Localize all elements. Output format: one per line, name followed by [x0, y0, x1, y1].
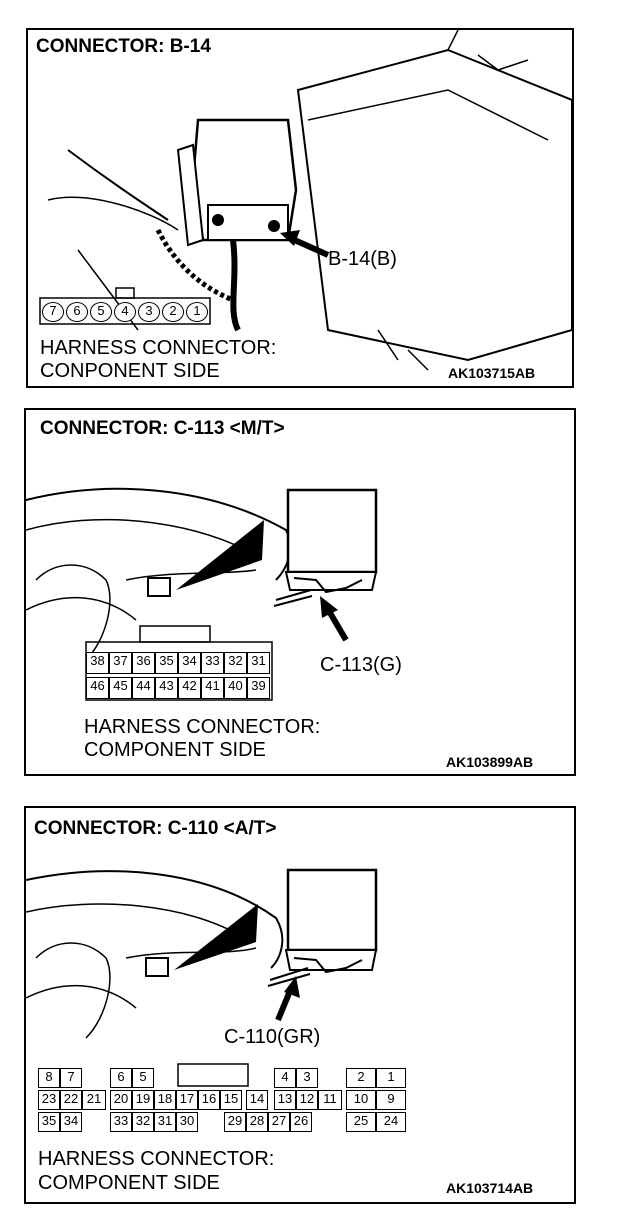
pin: 2: [162, 302, 184, 322]
pin: 9: [376, 1090, 406, 1110]
pin: 32: [132, 1112, 154, 1132]
pin: 1: [376, 1068, 406, 1088]
connector-title: CONNECTOR: C-113 <M/T>: [40, 418, 285, 439]
pin: 34: [178, 652, 201, 674]
pin: 25: [346, 1112, 376, 1132]
caption-line-1: HARNESS CONNECTOR:: [84, 716, 321, 738]
pin: 3: [138, 302, 160, 322]
pin: 27: [268, 1112, 290, 1132]
figure-code: AK103715AB: [448, 365, 536, 381]
connector-callout-label: C-110(GR): [224, 1026, 321, 1048]
pin: 37: [109, 652, 132, 674]
pin: 31: [247, 652, 270, 674]
pin: 29: [224, 1112, 246, 1132]
pin: 11: [318, 1090, 342, 1110]
pin: 45: [109, 677, 132, 699]
pin: 24: [376, 1112, 406, 1132]
connector-c110-panel: CONNECTOR: C-110 <A/T> C-110(GR) 8 7 6 5…: [24, 806, 576, 1204]
pin: 23: [38, 1090, 60, 1110]
pin: 17: [176, 1090, 198, 1110]
pin: 6: [110, 1068, 132, 1088]
pin: 16: [198, 1090, 220, 1110]
pin: 10: [346, 1090, 376, 1110]
pin: 2: [346, 1068, 376, 1088]
pin: 35: [38, 1112, 60, 1132]
pin: 38: [86, 652, 109, 674]
pin: 26: [290, 1112, 312, 1132]
engine-bay-illustration: [39, 30, 572, 371]
pin: 4: [274, 1068, 296, 1088]
pin: 12: [296, 1090, 318, 1110]
caption-line-1: HARNESS CONNECTOR:: [40, 337, 277, 359]
pin: 21: [82, 1090, 106, 1110]
pin: 3: [296, 1068, 318, 1088]
dashboard-illustration: [26, 868, 378, 1087]
pin: 40: [224, 677, 247, 699]
pin: 39: [247, 677, 270, 699]
pin: 33: [110, 1112, 132, 1132]
pin: 36: [132, 652, 155, 674]
pin: 14: [246, 1090, 268, 1110]
figure-code: AK103714AB: [446, 1180, 534, 1196]
pin: 42: [178, 677, 201, 699]
pin: 34: [60, 1112, 82, 1132]
caption-line-2: COMPONENT SIDE: [84, 739, 266, 761]
connector-title: CONNECTOR: B-14: [36, 36, 211, 57]
pin: 28: [246, 1112, 268, 1132]
pin: 33: [201, 652, 224, 674]
pin: 6: [66, 302, 88, 322]
pin: 7: [42, 302, 64, 322]
caption-line-2: COMPONENT SIDE: [38, 1172, 220, 1194]
pin: 31: [154, 1112, 176, 1132]
connector-b14-panel: CONNECTOR: B-14 B-14(B) 7 6 5 4 3 2 1 HA…: [26, 28, 574, 388]
connector-callout-label: C-113(G): [320, 654, 402, 676]
pin: 1: [186, 302, 208, 322]
pin: 15: [220, 1090, 242, 1110]
pin: 35: [155, 652, 178, 674]
pin: 4: [114, 302, 136, 322]
pin: 30: [176, 1112, 198, 1132]
pin: 44: [132, 677, 155, 699]
pin: 32: [224, 652, 247, 674]
pin: 43: [155, 677, 178, 699]
pin: 19: [132, 1090, 154, 1110]
pin: 46: [86, 677, 109, 699]
figure-code: AK103899AB: [446, 754, 534, 770]
pin: 18: [154, 1090, 176, 1110]
pin: 8: [38, 1068, 60, 1088]
connector-title: CONNECTOR: C-110 <A/T>: [34, 818, 277, 839]
caption-line-2: CONPONENT SIDE: [40, 360, 220, 382]
pin: 41: [201, 677, 224, 699]
pin: 5: [90, 302, 112, 322]
pin: 7: [60, 1068, 82, 1088]
pin: 22: [60, 1090, 82, 1110]
pin: 5: [132, 1068, 154, 1088]
connector-c113-panel: CONNECTOR: C-113 <M/T> C-113(G) 38 37 36…: [24, 408, 576, 776]
pin: 20: [110, 1090, 132, 1110]
pin: 13: [274, 1090, 296, 1110]
dashboard-illustration: [26, 487, 378, 701]
connector-callout-label: B-14(B): [328, 248, 397, 270]
caption-line-1: HARNESS CONNECTOR:: [38, 1148, 275, 1170]
